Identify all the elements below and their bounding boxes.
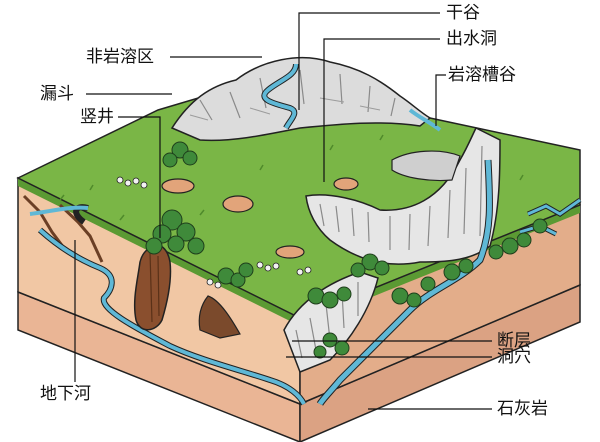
- label-doline: 漏斗: [40, 84, 74, 104]
- leader-lines: [74, 12, 492, 410]
- label-underground-river: 地下河: [40, 384, 91, 404]
- label-shaft: 竖井: [80, 107, 114, 127]
- pebbles: [116, 176, 312, 289]
- surface-river: [261, 63, 442, 132]
- label-dry-valley: 干谷: [446, 3, 480, 23]
- label-non-karst-area: 非岩溶区: [86, 47, 154, 67]
- label-spring: 出水洞: [446, 29, 497, 49]
- label-karst-trough-valley: 岩溶槽谷: [448, 65, 516, 85]
- karst-trough-cliff: [305, 126, 501, 265]
- label-limestone: 石灰岩: [497, 399, 548, 419]
- underground-river: [29, 204, 307, 406]
- dolines: [161, 177, 359, 259]
- non-karst-hill: [170, 56, 432, 142]
- shaft-cave: [133, 244, 241, 339]
- label-fault: 断层: [497, 331, 531, 351]
- label-cave: 洞穴: [497, 347, 531, 367]
- trees: [145, 141, 548, 359]
